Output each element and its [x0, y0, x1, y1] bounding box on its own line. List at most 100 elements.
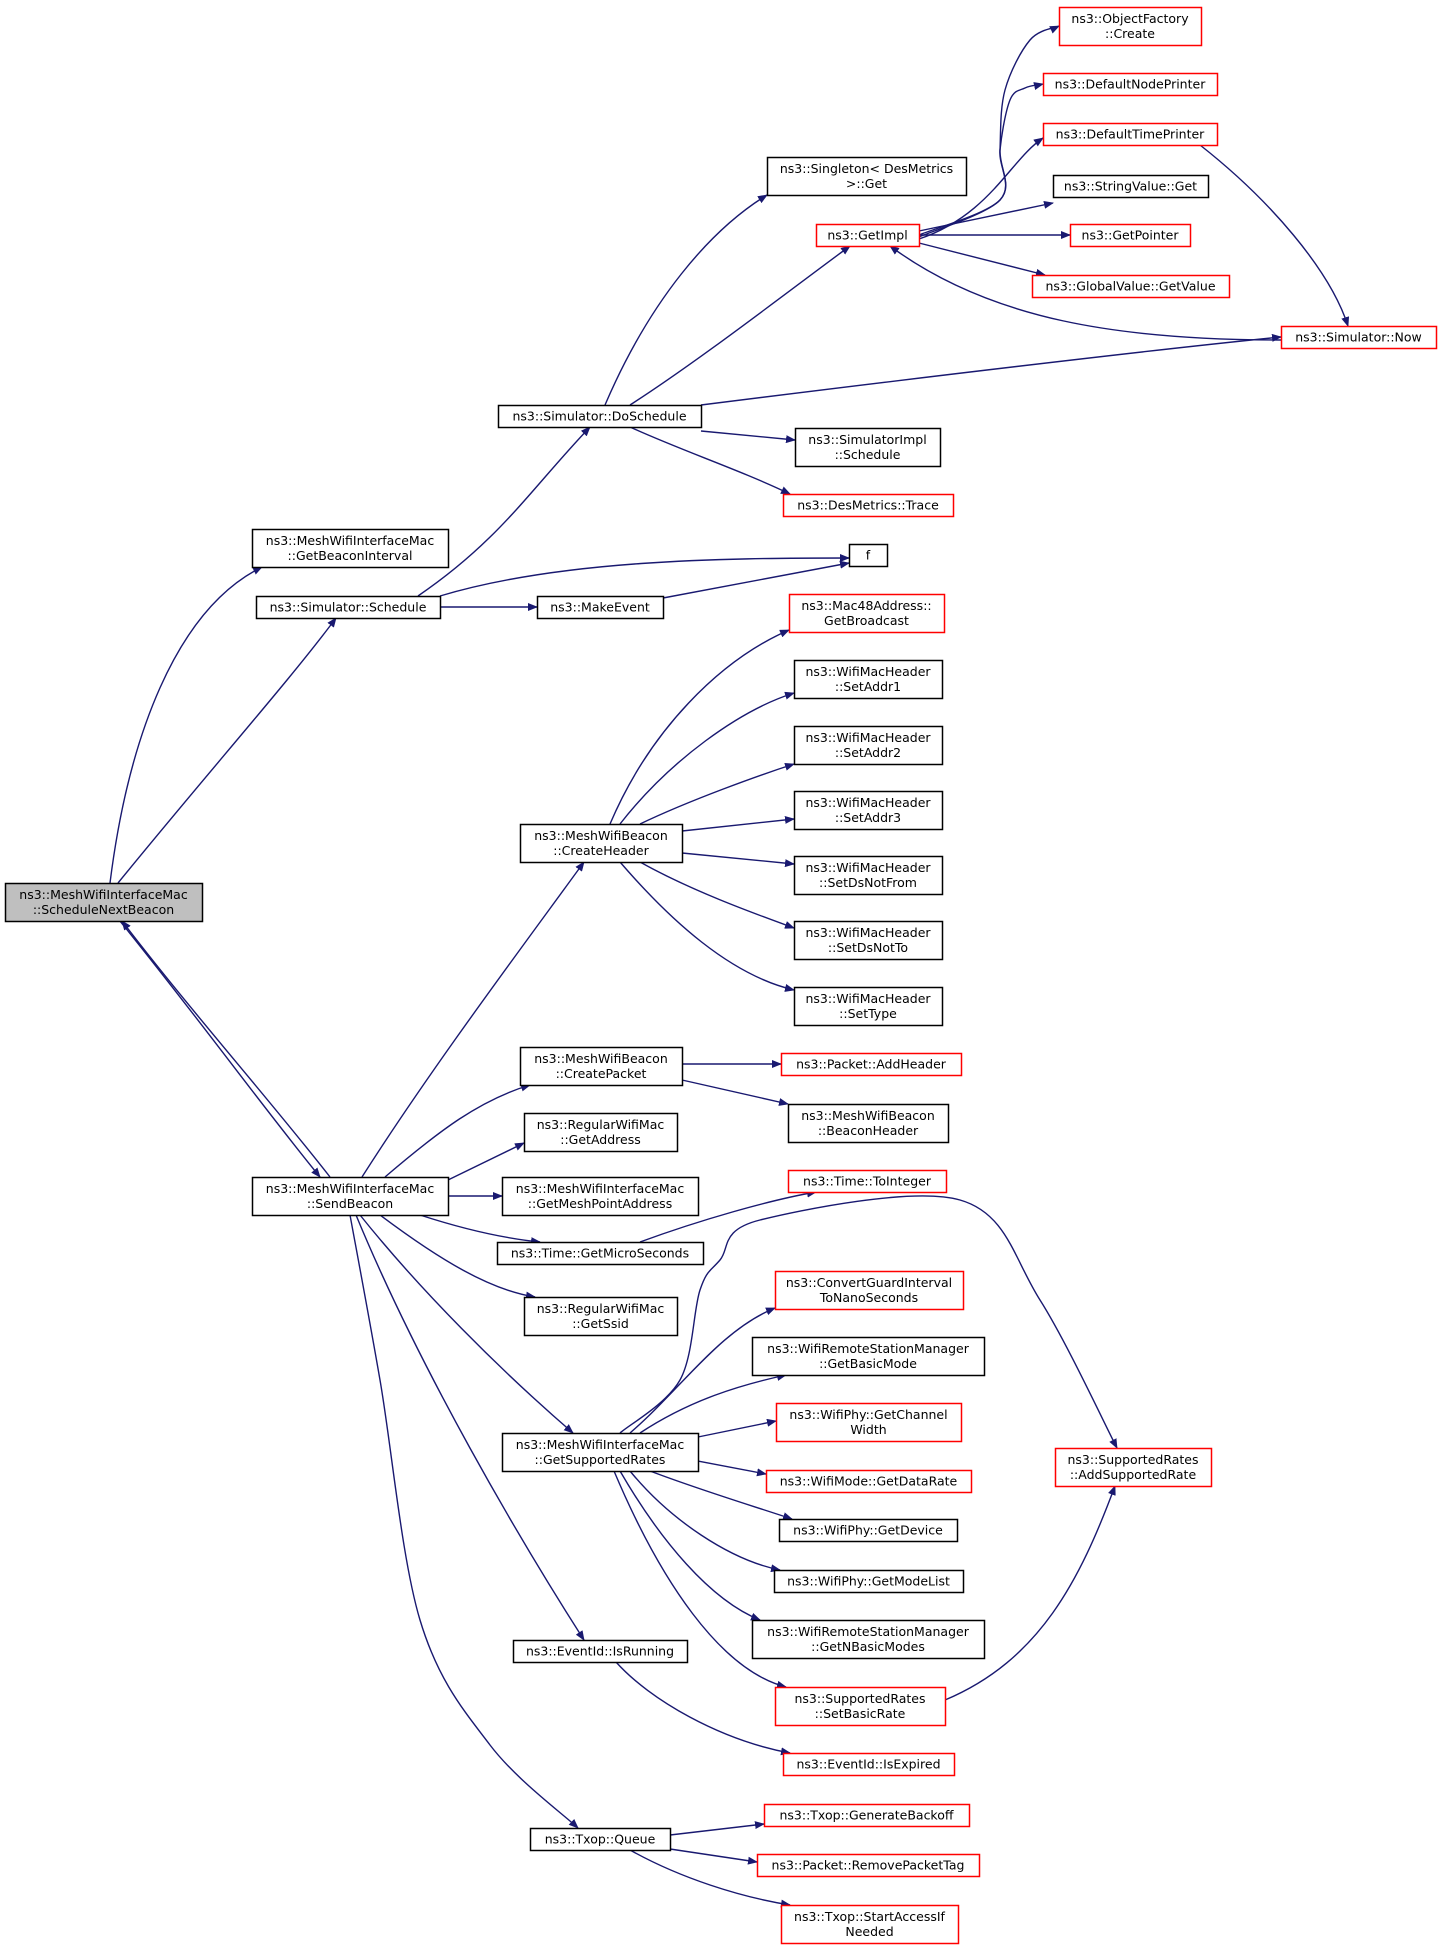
edge-arrow: [604, 194, 768, 406]
node-globalval[interactable]: ns3::GlobalValue::GetValue: [1031, 274, 1231, 299]
node-box: [782, 1752, 956, 1777]
node-trace[interactable]: ns3::DesMetrics::Trace: [782, 493, 955, 518]
edge-arrow: [639, 1189, 817, 1243]
node-getmicro[interactable]: ns3::Time::GetMicroSeconds: [496, 1241, 705, 1266]
node-label: ::SetDsNotFrom: [819, 875, 917, 890]
node-getbeaconint[interactable]: ns3::MeshWifiInterfaceMac::GetBeaconInte…: [251, 528, 450, 569]
edge-txopqueue-to-genbackoff: [669, 1821, 765, 1836]
node-getmeshpoint[interactable]: ns3::MeshWifiInterfaceMac::GetMeshPointA…: [501, 1176, 700, 1217]
node-defnode[interactable]: ns3::DefaultNodePrinter: [1042, 72, 1219, 97]
edge-arrow: [619, 1470, 761, 1621]
node-sendbeacon[interactable]: ns3::MeshWifiInterfaceMac::SendBeacon: [251, 1176, 450, 1217]
node-isexpired[interactable]: ns3::EventId::IsExpired: [782, 1752, 956, 1777]
edge-getsuprates-to-addsuprate: [619, 1195, 1118, 1449]
edge-arrow: [681, 815, 795, 832]
edge-arrow: [361, 861, 585, 1178]
node-getdevice[interactable]: ns3::WifiPhy::GetDevice: [778, 1518, 959, 1543]
node-box: [1058, 6, 1203, 47]
node-box: [787, 1103, 950, 1144]
node-createheader[interactable]: ns3::MeshWifiBeacon::CreateHeader: [519, 823, 684, 864]
node-makeevent[interactable]: ns3::MakeEvent: [536, 595, 665, 620]
node-setaddr1[interactable]: ns3::WifiMacHeader::SetAddr1: [793, 659, 944, 700]
node-setdsnotto[interactable]: ns3::WifiMacHeader::SetDsNotTo: [793, 920, 944, 961]
edge-arrow: [619, 691, 795, 825]
node-doschedule[interactable]: ns3::Simulator::DoSchedule: [497, 404, 703, 429]
edges-layer: [109, 25, 1350, 1908]
node-beaconheader[interactable]: ns3::MeshWifiBeacon::BeaconHeader: [787, 1103, 950, 1144]
node-genbackoff[interactable]: ns3::Txop::GenerateBackoff: [763, 1803, 971, 1828]
node-getssid[interactable]: ns3::RegularWifiMac::GetSsid: [523, 1296, 679, 1337]
edge-getimpl-to-defnode: [918, 82, 1044, 238]
node-label: ::SetBasicRate: [815, 1706, 906, 1721]
edge-txopqueue-to-rmpkttag: [669, 1848, 758, 1865]
edge-sendbeacon-to-schednext: [121, 920, 331, 1178]
edge-arrow: [629, 426, 791, 495]
edge-arrow: [384, 1083, 531, 1178]
node-getimpl[interactable]: ns3::GetImpl: [815, 223, 921, 248]
edge-arrow: [609, 629, 790, 825]
node-box: [1052, 174, 1210, 199]
node-box: [778, 1518, 959, 1543]
edge-createheader-to-setaddr1: [619, 691, 795, 825]
node-getsuprates[interactable]: ns3::MeshWifiInterfaceMac::GetSupportedR…: [501, 1432, 700, 1473]
node-settype[interactable]: ns3::WifiMacHeader::SetType: [793, 986, 944, 1027]
node-label: >::Get: [846, 176, 887, 191]
node-box: [815, 223, 921, 248]
node-createpacket[interactable]: ns3::MeshWifiBeacon::CreatePacket: [519, 1046, 684, 1087]
node-label: ::GetBasicMode: [819, 1356, 917, 1371]
node-box: [536, 595, 665, 620]
node-label: ns3::Txop::StartAccessIf: [794, 1909, 945, 1924]
node-box: [1031, 274, 1231, 299]
node-isrunning[interactable]: ns3::EventId::IsRunning: [512, 1639, 689, 1664]
node-simnow[interactable]: ns3::Simulator::Now: [1280, 325, 1438, 350]
node-label: ns3::WifiMacHeader: [805, 925, 931, 940]
node-mac48[interactable]: ns3::Mac48Address::GetBroadcast: [788, 593, 946, 634]
node-strget[interactable]: ns3::StringValue::Get: [1052, 174, 1210, 199]
node-getmodelist[interactable]: ns3::WifiPhy::GetModeList: [773, 1569, 965, 1594]
node-label: ns3::MakeEvent: [550, 600, 650, 615]
node-objfactory[interactable]: ns3::ObjectFactory::Create: [1058, 6, 1203, 47]
edge-getimpl-to-deftime: [918, 137, 1044, 240]
edge-createheader-to-settype: [619, 861, 795, 992]
node-label: ns3::SupportedRates: [794, 1691, 925, 1706]
edge-schedule-to-f: [439, 554, 850, 597]
edge-sendbeacon-to-txopqueue: [349, 1214, 579, 1829]
node-deftime[interactable]: ns3::DefaultTimePrinter: [1042, 122, 1219, 147]
node-label: ns3::DesMetrics::Trace: [797, 498, 939, 513]
edge-arrow: [700, 333, 1282, 406]
node-rmpkttag[interactable]: ns3::Packet::RemovePacketTag: [756, 1853, 981, 1878]
edge-arrow: [639, 1373, 787, 1434]
node-box: [756, 1853, 981, 1878]
edge-arrow: [629, 1470, 781, 1573]
node-singleton[interactable]: ns3::Singleton< DesMetrics>::Get: [766, 156, 968, 197]
node-label: ns3::MeshWifiInterfaceMac: [516, 1181, 685, 1196]
node-label: ::GetMeshPointAddress: [528, 1196, 672, 1211]
node-label: ns3::MeshWifiInterfaceMac: [266, 533, 435, 548]
node-box: [251, 1176, 450, 1217]
node-getpointer[interactable]: ns3::GetPointer: [1069, 223, 1192, 248]
node-getaddress[interactable]: ns3::RegularWifiMac::GetAddress: [523, 1112, 679, 1153]
node-addsuprate[interactable]: ns3::SupportedRates::AddSupportedRate: [1054, 1447, 1213, 1488]
node-setdsnotfrom[interactable]: ns3::WifiMacHeader::SetDsNotFrom: [793, 855, 944, 896]
node-simimpl[interactable]: ns3::SimulatorImpl::Schedule: [794, 427, 942, 468]
node-setbasicrate[interactable]: ns3::SupportedRates::SetBasicRate: [774, 1686, 947, 1727]
node-label: ::Create: [1105, 26, 1155, 41]
edge-arrow: [918, 242, 1046, 277]
node-setaddr3[interactable]: ns3::WifiMacHeader::SetAddr3: [793, 790, 944, 831]
node-tointeger[interactable]: ns3::Time::ToInteger: [787, 1169, 948, 1194]
node-label: ns3::RegularWifiMac: [537, 1301, 665, 1316]
edge-arrow: [349, 1214, 579, 1829]
node-setaddr2[interactable]: ns3::WifiMacHeader::SetAddr2: [793, 725, 944, 766]
node-getnbasic[interactable]: ns3::WifiRemoteStationManager::GetNBasic…: [751, 1619, 986, 1660]
node-f[interactable]: f: [848, 543, 889, 568]
node-schedule[interactable]: ns3::Simulator::Schedule: [255, 595, 442, 620]
node-label: ns3::WifiMacHeader: [805, 991, 931, 1006]
node-box: [501, 1432, 700, 1473]
node-getbasicmode[interactable]: ns3::WifiRemoteStationManager::GetBasicM…: [751, 1336, 986, 1377]
node-addheader[interactable]: ns3::Packet::AddHeader: [780, 1052, 963, 1077]
node-txopqueue[interactable]: ns3::Txop::Queue: [529, 1827, 672, 1852]
node-getdatarate[interactable]: ns3::WifiMode::GetDataRate: [765, 1469, 973, 1494]
